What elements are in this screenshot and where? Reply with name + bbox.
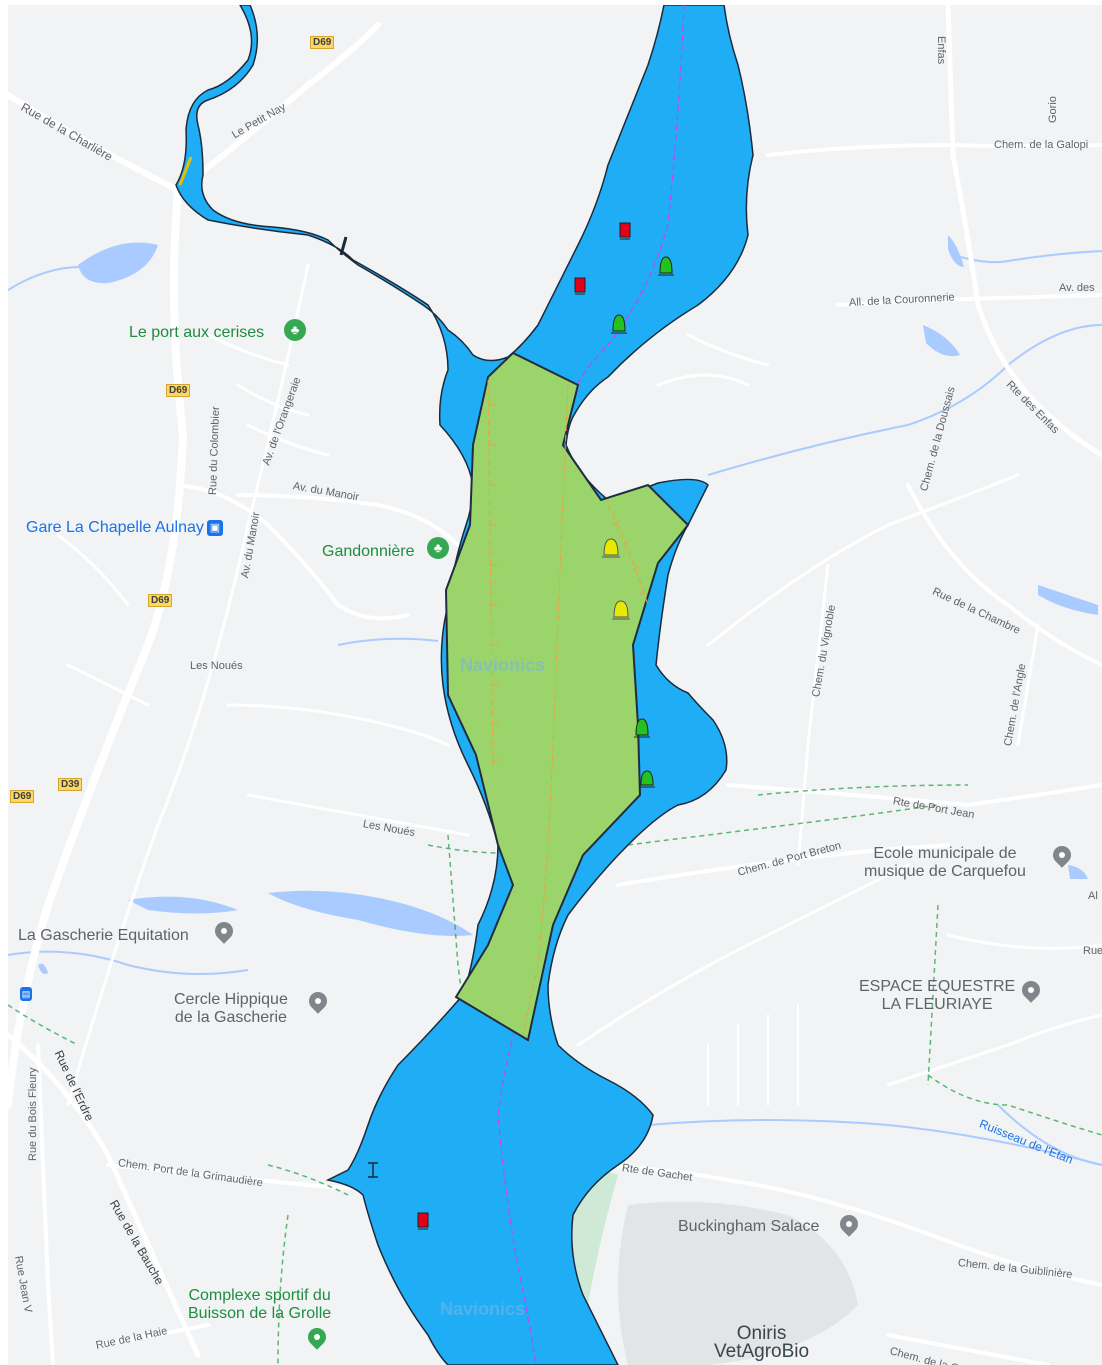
yellow-special-buoy-icon bbox=[602, 538, 620, 558]
poi-label[interactable]: Gare La Chapelle Aulnay bbox=[26, 519, 204, 536]
street-label: Enfas bbox=[935, 36, 947, 65]
map-canvas[interactable]: Navionics Navionics D69 D69 D69 D69 D39 … bbox=[8, 5, 1102, 1365]
minor-water-bodies bbox=[38, 235, 1098, 974]
street-label: Chem. de la Galopi bbox=[994, 139, 1089, 151]
poi-label-line: Buisson de la Grolle bbox=[188, 1305, 332, 1322]
poi-label-line: Oniris bbox=[736, 1323, 787, 1344]
green-lateral-buoy-icon bbox=[639, 770, 655, 788]
green-lateral-buoy-icon bbox=[634, 718, 650, 738]
road-shield-d69: D69 bbox=[10, 790, 35, 803]
street-label: Gorio bbox=[1047, 96, 1059, 123]
poi-label[interactable]: Ecole municipale de musique de Carquefou bbox=[864, 845, 1026, 881]
poi-label[interactable]: ESPACE EQUESTRE LA FLEURIAYE bbox=[859, 978, 1015, 1014]
street-label: Les Noués bbox=[190, 660, 243, 672]
poi-label-line: musique de Carquefou bbox=[864, 863, 1026, 880]
road-shield-d39: D39 bbox=[58, 778, 83, 791]
poi-label[interactable]: La Gascherie Equitation bbox=[18, 927, 189, 944]
campus-area bbox=[618, 1201, 858, 1365]
train-station-icon[interactable]: ▣ bbox=[207, 520, 223, 536]
jetty-marker bbox=[368, 1162, 378, 1178]
walking-trails bbox=[8, 784, 1102, 1365]
red-lateral-buoy-icon bbox=[574, 277, 586, 295]
poi-label[interactable]: Cercle Hippique de la Gascherie bbox=[174, 991, 288, 1027]
poi-label-line: LA FLEURIAYE bbox=[881, 996, 993, 1013]
road-network bbox=[8, 5, 1102, 1365]
poi-label-line: ESPACE EQUESTRE bbox=[859, 978, 1016, 995]
poi-label[interactable]: Le port aux cerises bbox=[129, 324, 265, 341]
streams bbox=[8, 250, 1102, 1166]
yellow-special-buoy-icon bbox=[612, 600, 630, 620]
poi-label[interactable]: Complexe sportif du Buisson de la Grolle bbox=[188, 1287, 331, 1323]
zone-tick-marks bbox=[488, 404, 647, 761]
road-shield-d69: D69 bbox=[148, 594, 173, 607]
street-label: Av. des bbox=[1059, 282, 1095, 294]
green-lateral-buoy-icon bbox=[658, 256, 674, 276]
poi-label-line: Ecole municipale de bbox=[873, 845, 1017, 862]
poi-label[interactable]: Gandonnière bbox=[322, 543, 415, 560]
street-label: Rue bbox=[1083, 945, 1102, 957]
navionics-watermark: Navionics bbox=[460, 655, 546, 675]
poi-label-line: Cercle Hippique bbox=[174, 991, 288, 1008]
poi-label[interactable]: Buckingham Salace bbox=[678, 1218, 820, 1235]
green-lateral-buoy-icon bbox=[611, 314, 627, 334]
navionics-watermark: Navionics bbox=[440, 1299, 526, 1319]
red-lateral-buoy-icon bbox=[619, 222, 631, 240]
poi-label-line: Complexe sportif du bbox=[188, 1287, 331, 1304]
lock-marker bbox=[178, 156, 193, 186]
map-base-layer bbox=[8, 5, 1102, 1365]
park-tree-icon[interactable]: ♣ bbox=[427, 537, 449, 559]
road-shield-d69: D69 bbox=[310, 36, 335, 49]
buoy-markers bbox=[417, 222, 674, 1230]
park-tree-icon[interactable]: ♣ bbox=[284, 319, 306, 341]
restricted-zone bbox=[444, 351, 690, 1042]
road-shield-d69: D69 bbox=[166, 384, 191, 397]
bridge-marker bbox=[339, 236, 348, 256]
red-lateral-buoy-icon bbox=[417, 1212, 429, 1230]
street-label: Al bbox=[1088, 890, 1098, 902]
poi-label-line: VetAgroBio bbox=[714, 1341, 810, 1362]
street-label: Rue du Bois Fleury bbox=[27, 1067, 39, 1161]
bus-stop-icon[interactable]: ▤ bbox=[20, 987, 32, 1001]
poi-label[interactable]: Oniris VetAgroBio bbox=[714, 1323, 810, 1362]
poi-label-line: de la Gascherie bbox=[174, 1009, 287, 1026]
